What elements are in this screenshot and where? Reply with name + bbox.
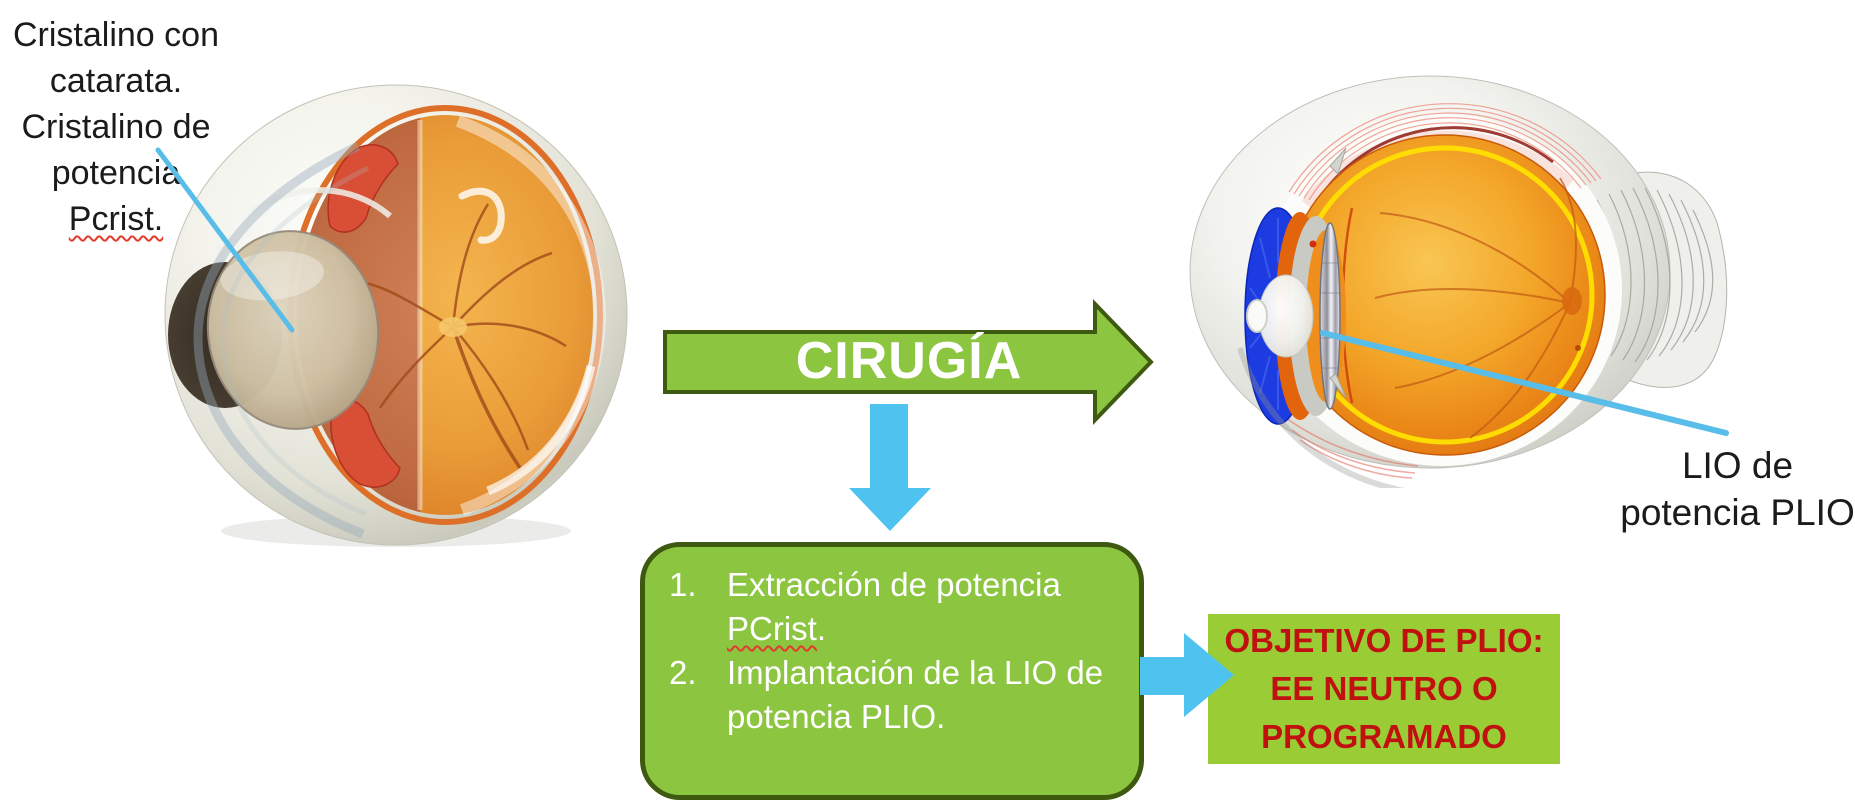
retina-fundus xyxy=(420,115,593,515)
callout-line-left-stroke xyxy=(155,147,295,333)
iol-eye-illustration xyxy=(1189,75,1728,488)
right-arrow-head xyxy=(1184,633,1234,717)
iol-caption: LIO de potencia PLIO xyxy=(1620,442,1855,536)
cornea-highlight-oval xyxy=(1246,299,1268,333)
objective-line: OBJETIVO DE PLIO: xyxy=(1224,622,1544,659)
cataract-eye-illustration xyxy=(164,84,628,547)
objective-box: OBJETIVO DE PLIO: EE NEUTRO O PROGRAMADO xyxy=(1208,614,1560,764)
list-item: 2. Implantación de la LIO de potencia PL… xyxy=(669,651,1127,739)
objective-line: PROGRAMADO xyxy=(1261,718,1507,755)
caption-line: Cristalino de xyxy=(21,108,211,146)
right-arrow-icon xyxy=(1140,633,1234,717)
gloss-arc-bottom xyxy=(486,364,596,496)
sclera-fold-bottom xyxy=(1329,373,1347,399)
caption-line: catarata. xyxy=(49,62,183,100)
surgery-arrow-shape xyxy=(663,299,1154,425)
caption-line: Cristalino con xyxy=(13,16,219,54)
surgery-arrow xyxy=(663,299,1154,425)
list-text: Implantación de la LIO de potencia PLIO. xyxy=(727,654,1104,735)
macula-dot xyxy=(1575,345,1581,351)
list-number: 1. xyxy=(669,566,697,603)
choroid-dark-arc xyxy=(1319,126,1554,197)
down-arrow-icon xyxy=(849,404,931,531)
callout-line-right-stroke xyxy=(1320,330,1729,436)
cornea-shell-arc xyxy=(193,141,365,539)
cataract-lens-caption: Cristalino con catarata. Cristalino de p… xyxy=(0,12,232,242)
callout-line-right xyxy=(1320,330,1729,436)
vitreous-highlight-hook xyxy=(458,187,505,244)
ciliary-body-bottom xyxy=(330,399,401,488)
capsule-highlight-arc xyxy=(251,187,392,219)
down-arrow-shape xyxy=(849,404,931,531)
sphere-lower-shade xyxy=(1237,347,1406,488)
red-dot xyxy=(1309,240,1317,248)
caption-line: potencia xyxy=(51,154,181,192)
surgery-steps-box: 1. Extracción de potencia PCrist. 2. Imp… xyxy=(640,542,1144,800)
surgery-arrow-label: CIRUGÍA xyxy=(795,332,1023,390)
list-number: 2. xyxy=(669,654,697,691)
lower-vessel-arcs xyxy=(1285,417,1419,479)
list-text: Extracción de potencia PCrist. xyxy=(727,566,1061,647)
caption-line: LIO de xyxy=(1681,445,1794,486)
optic-disc xyxy=(1562,287,1582,315)
sclera-fold-top xyxy=(1329,147,1347,175)
caption-line: potencia PLIO xyxy=(1620,492,1855,533)
caption-line: Pcrist. xyxy=(68,200,164,238)
list-item: 1. Extracción de potencia PCrist. xyxy=(669,563,1127,651)
objective-line: EE NEUTRO O xyxy=(1270,670,1498,707)
optic-disc xyxy=(439,317,467,337)
cornea-shell-arc-inner xyxy=(220,165,370,517)
right-arrow-shaft xyxy=(1140,657,1184,695)
callout-line-left xyxy=(155,147,295,333)
ciliary-body-top xyxy=(327,144,399,233)
